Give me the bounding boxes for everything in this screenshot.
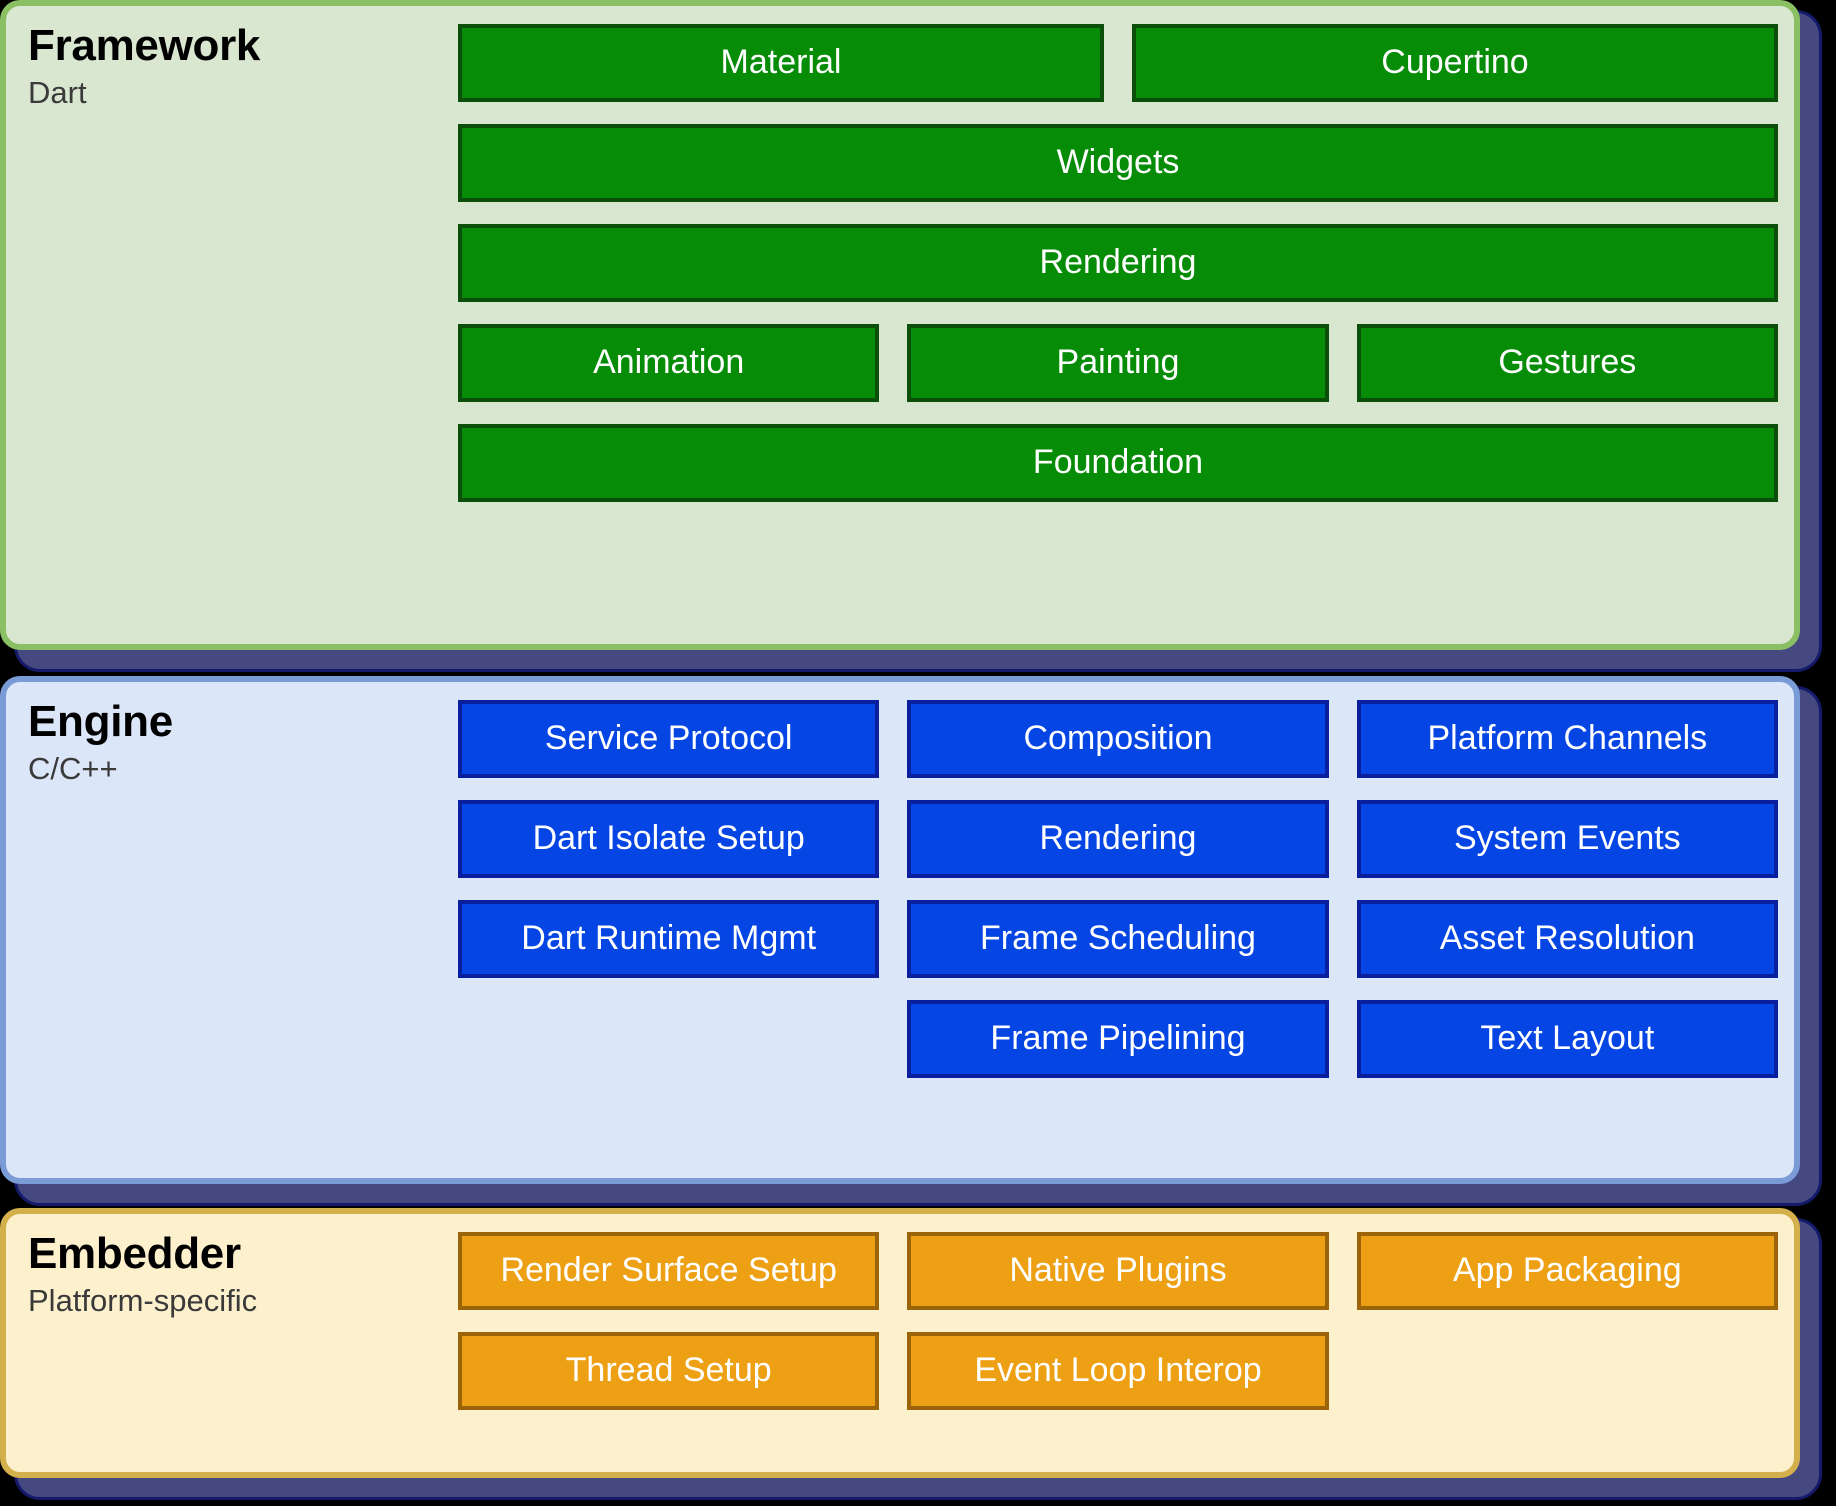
block-frame-pipelining[interactable]: Frame Pipelining xyxy=(907,1000,1329,1078)
cell: Cupertino xyxy=(1132,24,1778,102)
embedder-header: Embedder Platform-specific xyxy=(28,1228,428,1319)
block-event-loop-interop[interactable]: Event Loop Interop xyxy=(907,1332,1329,1410)
cell: Frame Pipelining xyxy=(907,1000,1329,1078)
cell: Rendering xyxy=(458,224,1778,302)
cell: Platform Channels xyxy=(1356,700,1778,778)
block-system-events[interactable]: System Events xyxy=(1356,800,1778,878)
cell: System Events xyxy=(1356,800,1778,878)
layer-engine: Engine C/C++ Service Protocol Compositio… xyxy=(0,676,1800,1184)
framework-row-4: Animation Painting Gestures xyxy=(458,324,1778,402)
cell: Foundation xyxy=(458,424,1778,502)
framework-subtitle: Dart xyxy=(28,74,87,110)
embedder-row-2: Thread Setup Event Loop Interop xyxy=(458,1332,1778,1410)
cell: Thread Setup xyxy=(458,1332,880,1410)
engine-blocks: Service Protocol Composition Platform Ch… xyxy=(458,700,1778,1164)
block-frame-scheduling[interactable]: Frame Scheduling xyxy=(907,900,1329,978)
cell: Frame Scheduling xyxy=(907,900,1329,978)
framework-row-2: Widgets xyxy=(458,124,1778,202)
engine-row-4: Frame Pipelining Text Layout xyxy=(458,1000,1778,1078)
block-dart-isolate-setup[interactable]: Dart Isolate Setup xyxy=(458,800,880,878)
layer-embedder: Embedder Platform-specific Render Surfac… xyxy=(0,1208,1800,1478)
cell: Rendering xyxy=(907,800,1329,878)
block-rendering-engine[interactable]: Rendering xyxy=(907,800,1329,878)
block-thread-setup[interactable]: Thread Setup xyxy=(458,1332,880,1410)
cell: Render Surface Setup xyxy=(458,1232,880,1310)
framework-row-3: Rendering xyxy=(458,224,1778,302)
engine-row-1: Service Protocol Composition Platform Ch… xyxy=(458,700,1778,778)
framework-row-5: Foundation xyxy=(458,424,1778,502)
block-service-protocol[interactable]: Service Protocol xyxy=(458,700,880,778)
cell: Animation xyxy=(458,324,880,402)
framework-title: Framework xyxy=(28,21,261,70)
block-cupertino[interactable]: Cupertino xyxy=(1132,24,1778,102)
block-painting[interactable]: Painting xyxy=(907,324,1329,402)
cell: Dart Isolate Setup xyxy=(458,800,880,878)
block-animation[interactable]: Animation xyxy=(458,324,880,402)
embedder-blocks: Render Surface Setup Native Plugins App … xyxy=(458,1232,1778,1458)
framework-row-1: Material Cupertino xyxy=(458,24,1778,102)
engine-header: Engine C/C++ xyxy=(28,696,428,787)
framework-blocks: Material Cupertino Widgets Rendering Ani… xyxy=(458,24,1778,630)
cell: Asset Resolution xyxy=(1356,900,1778,978)
embedder-title: Embedder xyxy=(28,1229,241,1278)
block-rendering-framework[interactable]: Rendering xyxy=(458,224,1778,302)
block-asset-resolution[interactable]: Asset Resolution xyxy=(1356,900,1778,978)
engine-row-3: Dart Runtime Mgmt Frame Scheduling Asset… xyxy=(458,900,1778,978)
cell: Widgets xyxy=(458,124,1778,202)
embedder-subtitle: Platform-specific xyxy=(28,1282,258,1318)
layer-framework: Framework Dart Material Cupertino Widget… xyxy=(0,0,1800,650)
block-dart-runtime-mgmt[interactable]: Dart Runtime Mgmt xyxy=(458,900,880,978)
cell: Painting xyxy=(907,324,1329,402)
cell: App Packaging xyxy=(1356,1232,1778,1310)
block-app-packaging[interactable]: App Packaging xyxy=(1356,1232,1778,1310)
block-text-layout[interactable]: Text Layout xyxy=(1356,1000,1778,1078)
block-composition[interactable]: Composition xyxy=(907,700,1329,778)
cell: Native Plugins xyxy=(907,1232,1329,1310)
cell: Composition xyxy=(907,700,1329,778)
cell: Text Layout xyxy=(1356,1000,1778,1078)
block-platform-channels[interactable]: Platform Channels xyxy=(1356,700,1778,778)
cell: Event Loop Interop xyxy=(907,1332,1329,1410)
cell: Material xyxy=(458,24,1104,102)
engine-subtitle: C/C++ xyxy=(28,750,118,786)
block-foundation[interactable]: Foundation xyxy=(458,424,1778,502)
block-widgets[interactable]: Widgets xyxy=(458,124,1778,202)
embedder-row-1: Render Surface Setup Native Plugins App … xyxy=(458,1232,1778,1310)
block-gestures[interactable]: Gestures xyxy=(1356,324,1778,402)
block-render-surface-setup[interactable]: Render Surface Setup xyxy=(458,1232,880,1310)
engine-title: Engine xyxy=(28,697,173,746)
block-material[interactable]: Material xyxy=(458,24,1104,102)
block-native-plugins[interactable]: Native Plugins xyxy=(907,1232,1329,1310)
engine-row-2: Dart Isolate Setup Rendering System Even… xyxy=(458,800,1778,878)
cell: Service Protocol xyxy=(458,700,880,778)
cell: Dart Runtime Mgmt xyxy=(458,900,880,978)
framework-header: Framework Dart xyxy=(28,20,428,111)
cell: Gestures xyxy=(1356,324,1778,402)
